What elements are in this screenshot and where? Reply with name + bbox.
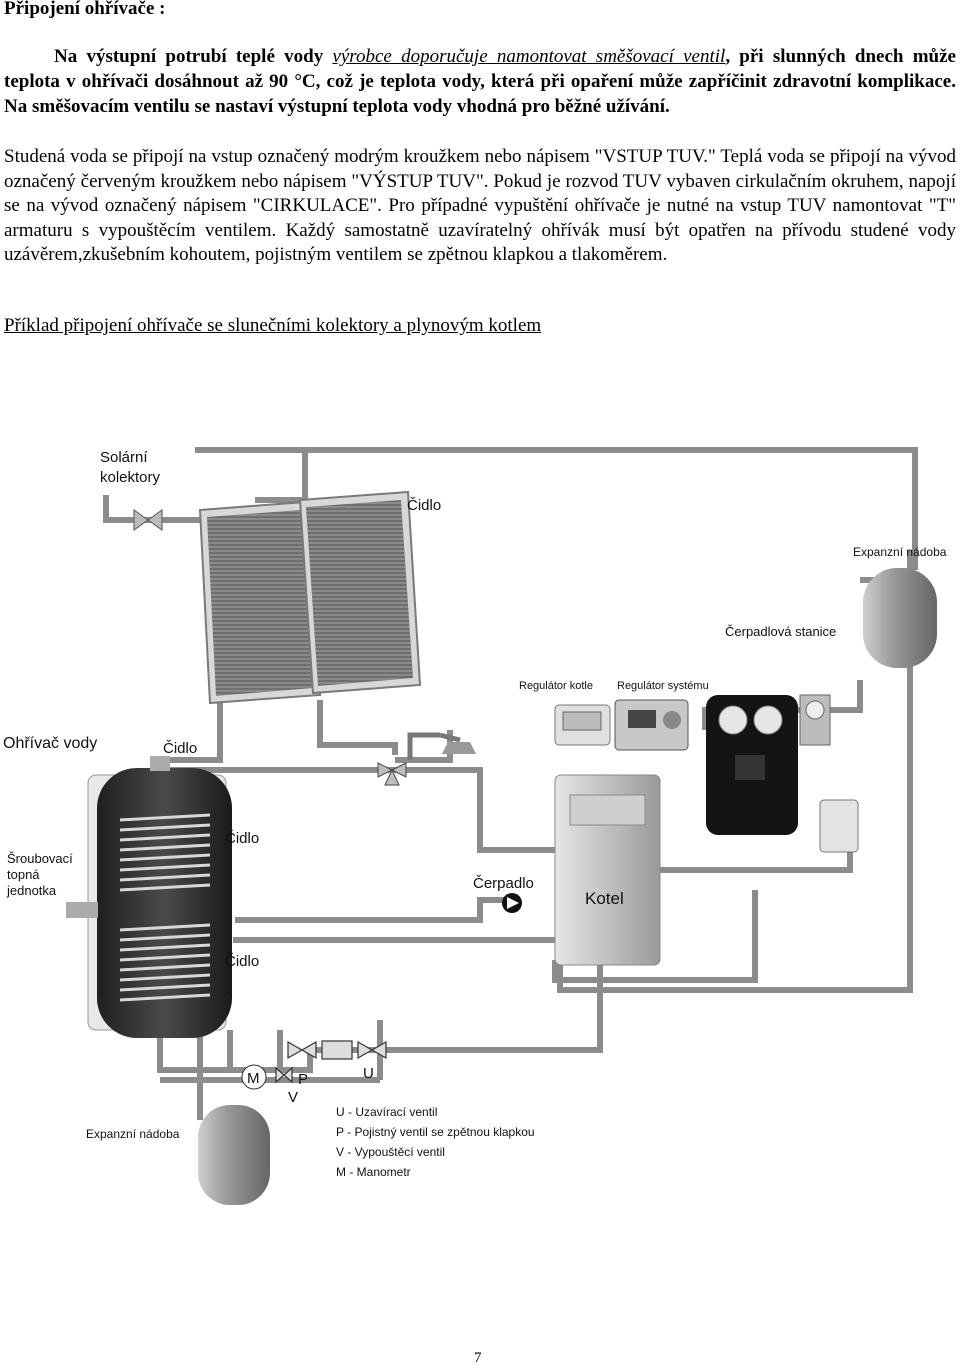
drain-valve-letter: V [288,1089,298,1106]
page-heading: Připojení ohřívače : [4,0,166,19]
example-title: Příklad připojení ohřívače se slunečními… [4,315,542,336]
solar-label-1: Solární [100,449,148,466]
connection-paragraph: Studená voda se připojí na vstup označen… [4,146,956,265]
boiler-label: Kotel [585,889,624,908]
intro-text-start: Na výstupní potrubí teplé vody [54,46,333,67]
screw-unit-label-3: jednotka [6,883,57,898]
pump-icon [502,893,522,913]
heater-label: Ohřívač vody [3,735,97,752]
page-number: 7 [474,1350,482,1366]
boiler-regulator [554,704,611,746]
sensor-label-collector: Čidlo [407,497,441,514]
sensor-label-heater-mid: Čidlo [225,830,259,847]
sensor-label-heater-bottom: Čidlo [225,953,259,970]
legend-item-m: M - Manometr [336,1165,411,1179]
heating-diagram: Solární kolektory Čidlo Expanzní nádoba … [3,447,947,1205]
shower-icon [407,732,461,760]
manometer-icon [241,1064,267,1090]
sensor-label-heater-top: Čidlo [163,740,197,757]
expansion-vessel-bottom [198,1105,270,1205]
expansion-vessel-top [863,568,937,668]
system-regulator-label: Regulátor systému [617,680,709,692]
boiler-regulator-label: Regulátor kotle [519,680,593,692]
gas-boiler [554,774,661,966]
pump-label: Čerpadlo [473,875,534,892]
manometer-letter: M [247,1070,260,1087]
pump-station [706,694,859,853]
screw-unit-label-2: topná [7,867,40,882]
safety-valve-letter: P [298,1071,308,1088]
water-heater-tank [66,756,232,1038]
mixing-valve-icon [377,762,407,786]
shower-head [442,742,476,754]
legend-item-v: V - Vypouštěcí ventil [336,1145,445,1159]
solar-collectors [198,490,422,705]
legend-item-p: P - Pojistný ventil se zpětnou klapkou [336,1125,535,1139]
screw-unit-label-1: Šroubovací [7,851,73,866]
pump-station-label: Čerpadlová stanice [725,624,836,639]
safety-valves [275,1040,387,1084]
shutoff-valve-letter: U [363,1065,374,1082]
intro-paragraph: Na výstupní potrubí teplé vody výrobce d… [4,44,956,119]
expansion-bottom-label: Expanzní nádoba [86,1127,180,1141]
valve-icon [133,509,163,531]
intro-text-end: , při slunných dnech může teplota v ohří… [4,46,956,117]
mixing-valve-recommendation: výrobce doporučuje namontovat směšovací … [332,46,726,67]
system-regulator [614,699,689,751]
solar-label-2: kolektory [100,469,161,486]
legend: U - Uzavírací ventil P - Pojistný ventil… [336,1105,535,1179]
expansion-top-label: Expanzní nádoba [853,545,947,559]
legend-item-u: U - Uzavírací ventil [336,1105,437,1119]
